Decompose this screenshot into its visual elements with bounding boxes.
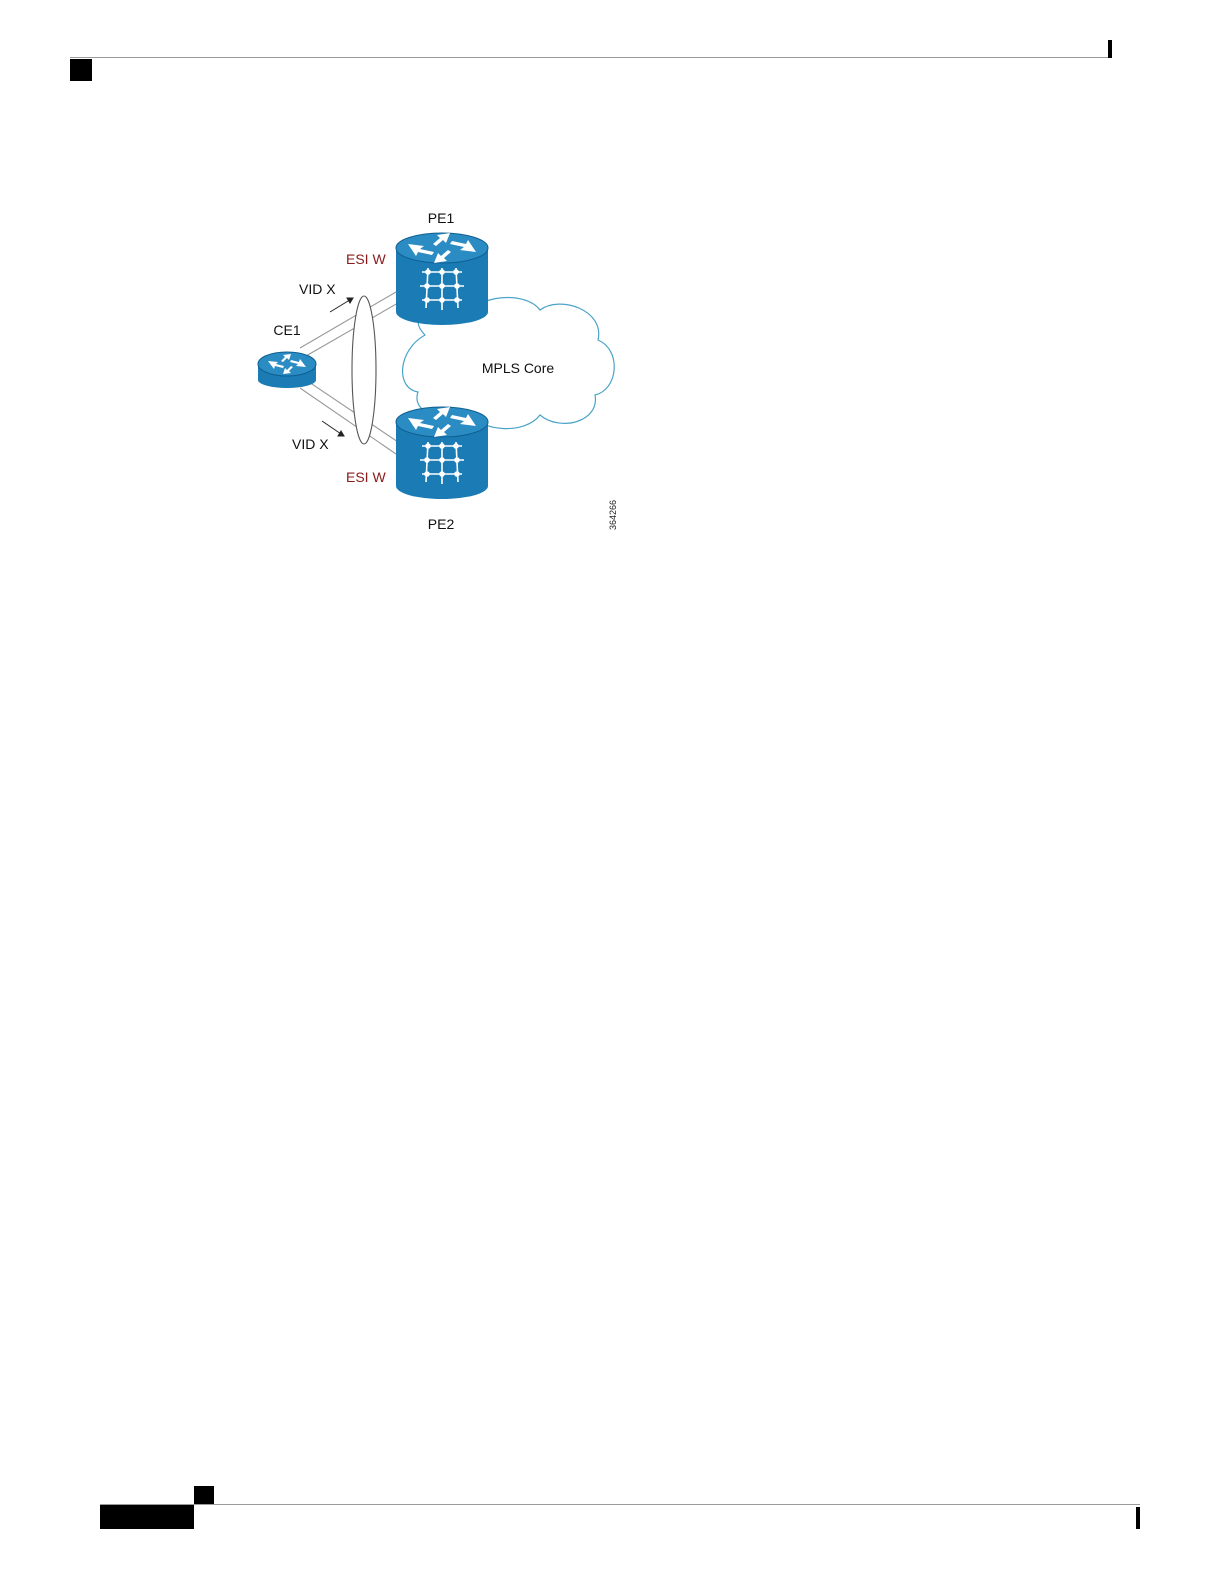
header-marker (70, 59, 92, 81)
footer-marker (194, 1486, 214, 1504)
vid-arrow-top (330, 298, 353, 312)
pe2-router-icon (396, 407, 488, 499)
header-tick (1108, 40, 1112, 58)
vid-label-top: VID X (299, 281, 336, 297)
pe1-router-icon (396, 233, 488, 325)
pe1-label: PE1 (428, 210, 455, 226)
figure-id-label: 364266 (608, 500, 618, 530)
header-rule (70, 57, 1112, 58)
footer-tab (100, 1505, 194, 1529)
footer-rule (100, 1504, 1140, 1505)
pe2-label: PE2 (428, 516, 455, 532)
ce1-router-icon (258, 352, 316, 388)
esi-label-bottom: ESI W (346, 469, 386, 485)
footer-tick (1136, 1507, 1140, 1529)
esi-label-top: ESI W (346, 251, 386, 267)
vid-arrow-bottom (322, 421, 344, 436)
vid-label-bottom: VID X (292, 436, 329, 452)
ce1-label: CE1 (273, 322, 300, 338)
mpls-core-label: MPLS Core (482, 360, 555, 376)
evpn-topology-diagram: MPLS Core (250, 200, 630, 540)
ethernet-segment-ellipse (352, 296, 376, 444)
